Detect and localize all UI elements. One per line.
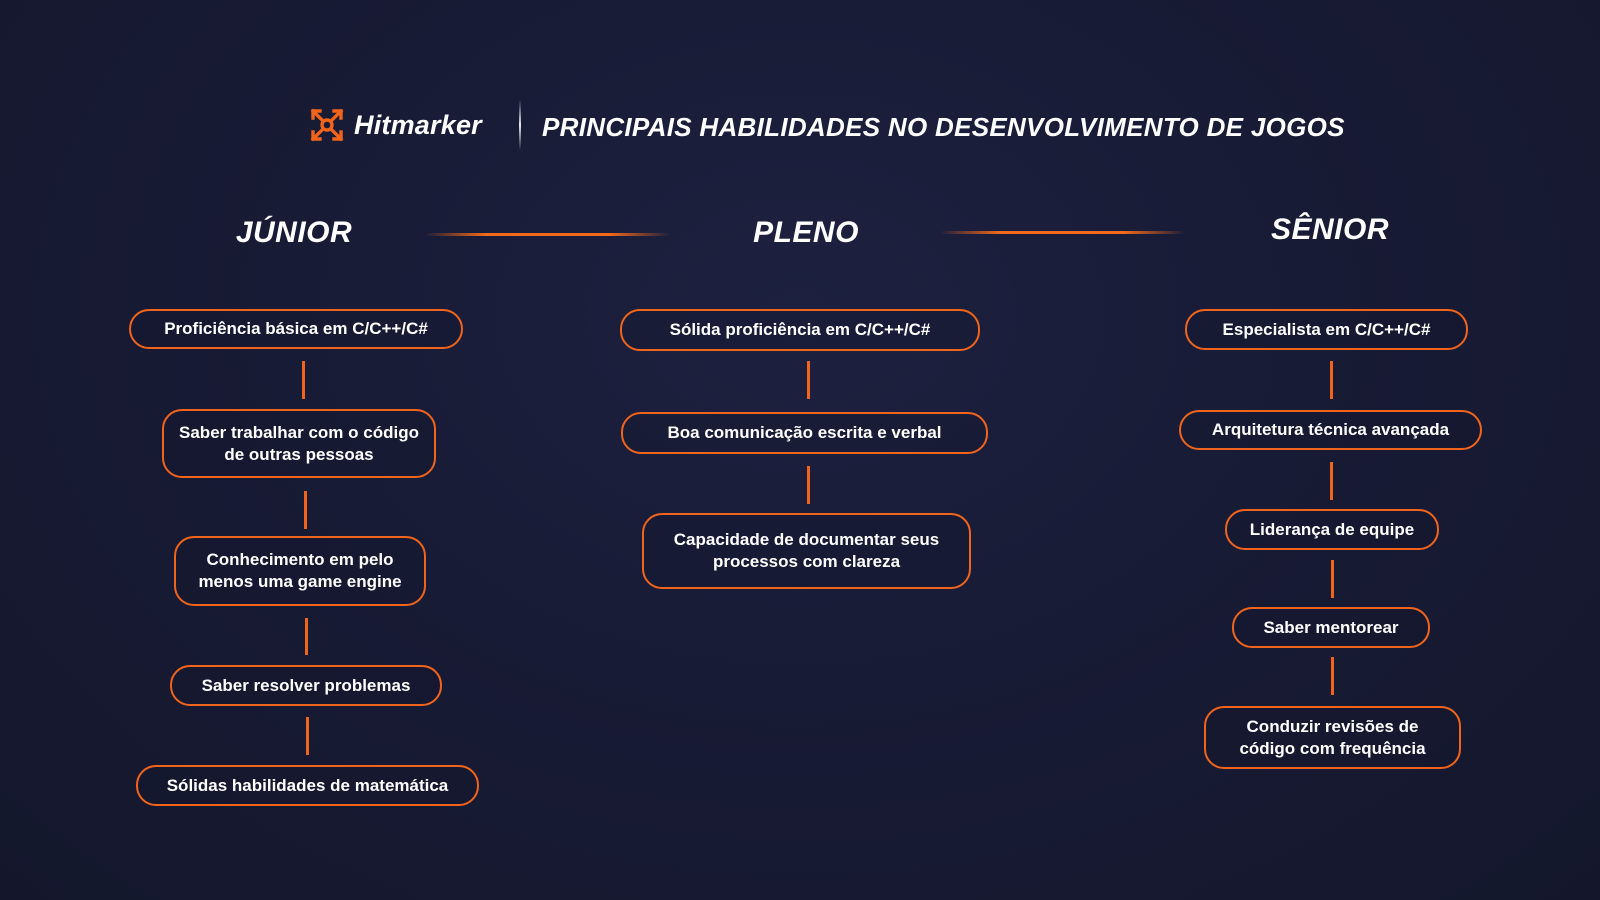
skill-pleno-2: Boa comunicação escrita e verbal [621, 412, 988, 454]
skill-senior-5: Conduzir revisões de código com frequênc… [1204, 706, 1461, 769]
skill-senior-3: Liderança de equipe [1225, 509, 1439, 550]
skill-pleno-1: Sólida proficiência em C/C++/C# [620, 309, 980, 351]
skill-senior-2: Arquitetura técnica avançada [1179, 410, 1482, 450]
connector-junior-3 [305, 618, 308, 655]
level-connector-junior-pleno [425, 233, 670, 236]
skill-junior-1: Proficiência básica em C/C++/C# [129, 309, 463, 349]
connector-senior-2 [1330, 462, 1333, 500]
connector-senior-3 [1331, 560, 1334, 598]
skill-pleno-3: Capacidade de documentar seus processos … [642, 513, 971, 589]
level-title-pleno: PLENO [753, 216, 859, 249]
connector-senior-1 [1330, 361, 1333, 399]
skill-junior-5: Sólidas habilidades de matemática [136, 765, 479, 806]
connector-pleno-2 [807, 466, 810, 504]
connector-senior-4 [1331, 657, 1334, 695]
hitmarker-logo[interactable]: Hitmarker [310, 108, 482, 142]
skill-junior-3: Conhecimento em pelo menos uma game engi… [174, 536, 426, 606]
connector-junior-4 [306, 717, 309, 755]
level-connector-pleno-senior [940, 231, 1185, 234]
logo-text: Hitmarker [354, 109, 482, 140]
header: Hitmarker PRINCIPAIS HABILIDADES NO DESE… [0, 100, 1600, 152]
header-divider [519, 100, 521, 150]
page-title: PRINCIPAIS HABILIDADES NO DESENVOLVIMENT… [542, 112, 1345, 142]
level-title-junior: JÚNIOR [235, 216, 353, 249]
connector-pleno-1 [807, 361, 810, 399]
skill-senior-4: Saber mentorear [1232, 607, 1430, 648]
hitmarker-crosshair-icon [310, 108, 344, 142]
skill-junior-2: Saber trabalhar com o código de outras p… [162, 409, 436, 478]
connector-junior-2 [304, 491, 307, 529]
skill-junior-4: Saber resolver problemas [170, 665, 442, 706]
connector-junior-1 [302, 361, 305, 399]
level-title-senior: SÊNIOR [1270, 213, 1390, 246]
skill-senior-1: Especialista em C/C++/C# [1185, 309, 1468, 350]
